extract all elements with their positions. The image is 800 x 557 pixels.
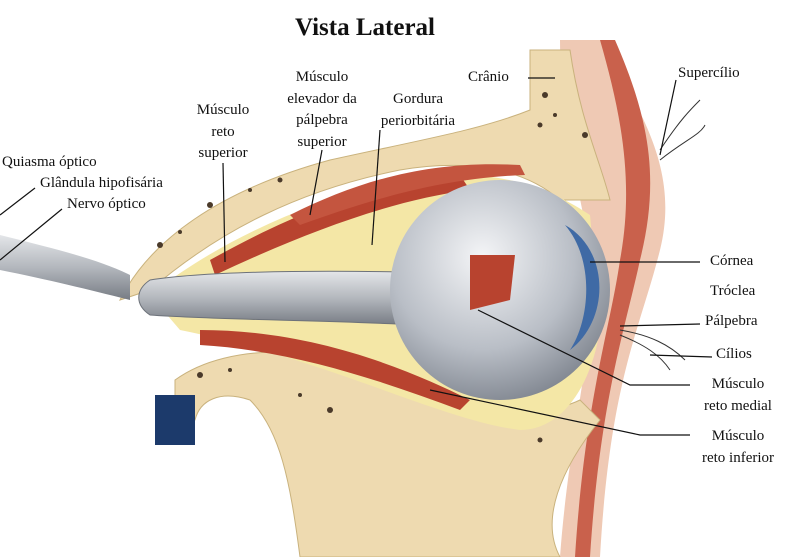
label-line: Gordura xyxy=(393,91,443,107)
medial-rectus-muscle xyxy=(470,255,515,310)
label-line: Músculo xyxy=(196,102,250,118)
label-eyelid: Pálpebra xyxy=(705,313,758,329)
label-line: elevador da xyxy=(287,90,357,107)
label-medial-rectus: Músculo reto medial xyxy=(688,374,788,417)
label-line: periorbitária xyxy=(380,112,456,129)
label-cornea: Córnea xyxy=(710,253,754,269)
optic-nerve xyxy=(138,270,421,326)
levator-muscle xyxy=(290,164,525,225)
label-superior-rectus: Músculo reto superior xyxy=(173,100,273,165)
orbital-roof-bone xyxy=(119,49,611,301)
label-line: reto medial xyxy=(704,397,772,414)
label-levator-muscle: Músculo elevador da pálpebra superior xyxy=(262,67,382,153)
label-line: Músculo xyxy=(295,69,349,85)
bone-pores xyxy=(157,92,588,443)
diagram-title: Vista Lateral xyxy=(294,14,435,41)
label-supercilio: Supercílio xyxy=(678,65,740,81)
label-pituitary-gland: Glândula hipofisária xyxy=(40,175,163,191)
label-periorbital-fat: Gordura periorbitária xyxy=(360,89,476,132)
cornea xyxy=(565,225,600,350)
inferior-rectus-muscle xyxy=(200,330,470,410)
label-cranio: Crânio xyxy=(468,69,509,85)
label-inferior-rectus: Músculo reto inferior xyxy=(688,426,788,469)
label-eyelashes: Cílios xyxy=(716,346,752,362)
optic-nerve-tube xyxy=(0,235,130,300)
label-line: reto xyxy=(211,123,235,140)
label-line: superior xyxy=(198,145,248,161)
label-line: Músculo xyxy=(711,376,765,392)
label-line: reto inferior xyxy=(701,449,775,466)
label-optic-chiasm: Quiasma óptico xyxy=(2,154,97,170)
label-trochlea: Tróclea xyxy=(710,283,756,299)
label-line: pálpebra xyxy=(296,112,348,128)
label-line: superior xyxy=(297,133,347,150)
marker-square xyxy=(155,395,195,445)
superior-rectus-muscle xyxy=(210,175,470,275)
label-optic-nerve: Nervo óptico xyxy=(67,196,146,212)
leader-lines xyxy=(0,77,713,436)
label-line: Músculo xyxy=(711,428,765,444)
